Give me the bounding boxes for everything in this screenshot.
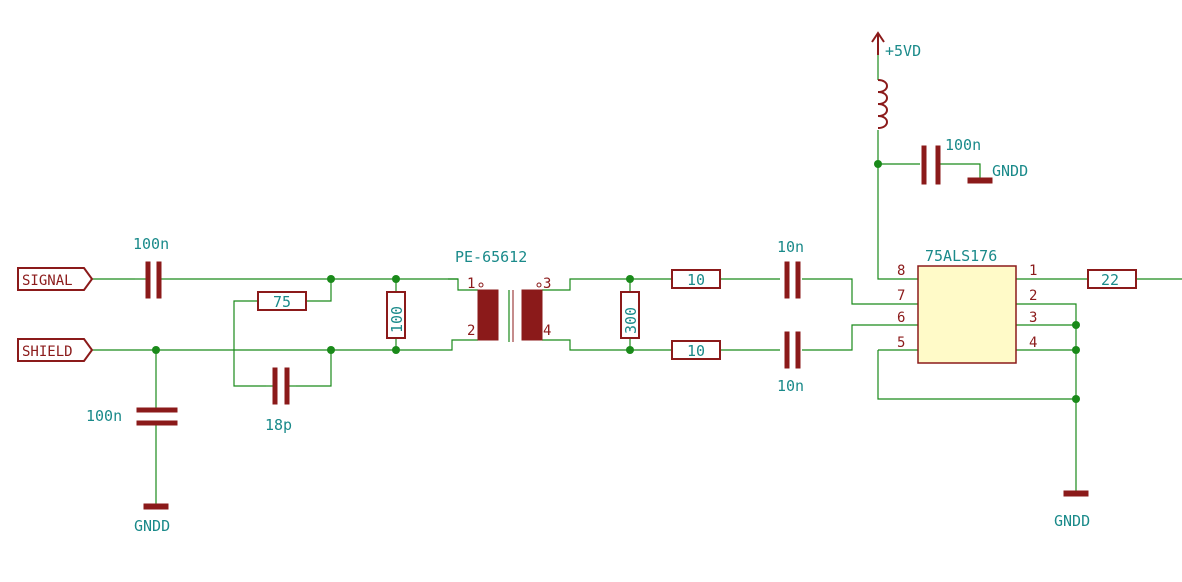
power-vcc: +5VD xyxy=(871,31,921,60)
ic-pin-8: 8 xyxy=(897,263,905,279)
resistor-22-value: 22 xyxy=(1101,271,1119,289)
capacitor-decouple: 100n xyxy=(921,136,981,185)
resistor-10-top: 10 xyxy=(671,269,721,289)
capacitor-10n-bottom: 10n xyxy=(777,331,804,395)
capacitor-10n-bottom-value: 10n xyxy=(777,377,804,395)
ic-pin-2: 2 xyxy=(1029,288,1037,304)
junction-dot xyxy=(392,275,400,283)
wires xyxy=(92,50,1182,505)
resistor-300: 300 xyxy=(620,291,640,339)
junctions xyxy=(152,160,1080,403)
ic-pin-1: 1 xyxy=(1029,263,1037,279)
ic-pin-3: 3 xyxy=(1029,310,1037,326)
resistor-10-bottom: 10 xyxy=(671,340,721,360)
resistor-75-value: 75 xyxy=(273,293,291,311)
ground-left-label: GNDD xyxy=(134,517,170,535)
ic-pin-6: 6 xyxy=(897,310,905,326)
port-signal-label: SIGNAL xyxy=(22,273,73,289)
capacitor-10n-top: 10n xyxy=(777,238,804,299)
transformer-pin-2: 2 xyxy=(467,323,475,339)
capacitor-signal-value: 100n xyxy=(133,235,169,253)
junction-dot xyxy=(327,346,335,354)
ic-pin-4: 4 xyxy=(1029,335,1037,351)
transformer-label: PE-65612 xyxy=(455,248,527,266)
junction-dot xyxy=(1072,395,1080,403)
junction-dot xyxy=(392,346,400,354)
capacitor-decouple-value: 100n xyxy=(945,136,981,154)
junction-dot xyxy=(152,346,160,354)
capacitor-shield: 100n xyxy=(86,407,178,426)
inductor xyxy=(877,79,888,129)
port-shield-label: SHIELD xyxy=(22,344,73,360)
resistor-10-top-value: 10 xyxy=(687,271,705,289)
transformer-pin-4: 4 xyxy=(543,323,551,339)
ic-pin-7: 7 xyxy=(897,288,905,304)
port-signal: SIGNAL xyxy=(17,267,94,291)
resistor-300-value: 300 xyxy=(622,307,640,334)
ic-pin-5: 5 xyxy=(897,335,905,351)
capacitor-18p-value: 18p xyxy=(265,416,292,434)
capacitor-shield-value: 100n xyxy=(86,407,122,425)
junction-dot xyxy=(1072,321,1080,329)
ic-75als176: 75ALS176 8 7 6 5 1 2 3 4 xyxy=(897,247,1037,364)
transformer-pin-3: 3 xyxy=(543,276,551,292)
resistor-100: 100 xyxy=(386,291,406,339)
junction-dot xyxy=(626,346,634,354)
power-vcc-label: +5VD xyxy=(885,42,921,60)
capacitor-10n-top-value: 10n xyxy=(777,238,804,256)
port-shield: SHIELD xyxy=(17,338,94,362)
transformer: PE-65612 1 3 2 4 xyxy=(455,248,551,342)
capacitor-18p: 18p xyxy=(265,367,296,434)
ic-label: 75ALS176 xyxy=(925,247,997,265)
junction-dot xyxy=(626,275,634,283)
ground-right-label: GNDD xyxy=(1054,512,1090,530)
ground-decouple-label: GNDD xyxy=(992,162,1028,180)
ground-left: GNDD xyxy=(134,503,170,535)
junction-dot xyxy=(327,275,335,283)
capacitor-signal: 100n xyxy=(133,235,170,299)
resistor-22: 22 xyxy=(1087,269,1137,289)
resistor-100-value: 100 xyxy=(388,306,406,333)
ground-decouple: GNDD xyxy=(967,162,1028,184)
resistor-10-bottom-value: 10 xyxy=(687,342,705,360)
transformer-pin-1: 1 xyxy=(467,276,475,292)
resistor-75: 75 xyxy=(257,291,307,311)
ground-right: GNDD xyxy=(1054,490,1090,530)
junction-dot xyxy=(874,160,882,168)
junction-dot xyxy=(1072,346,1080,354)
